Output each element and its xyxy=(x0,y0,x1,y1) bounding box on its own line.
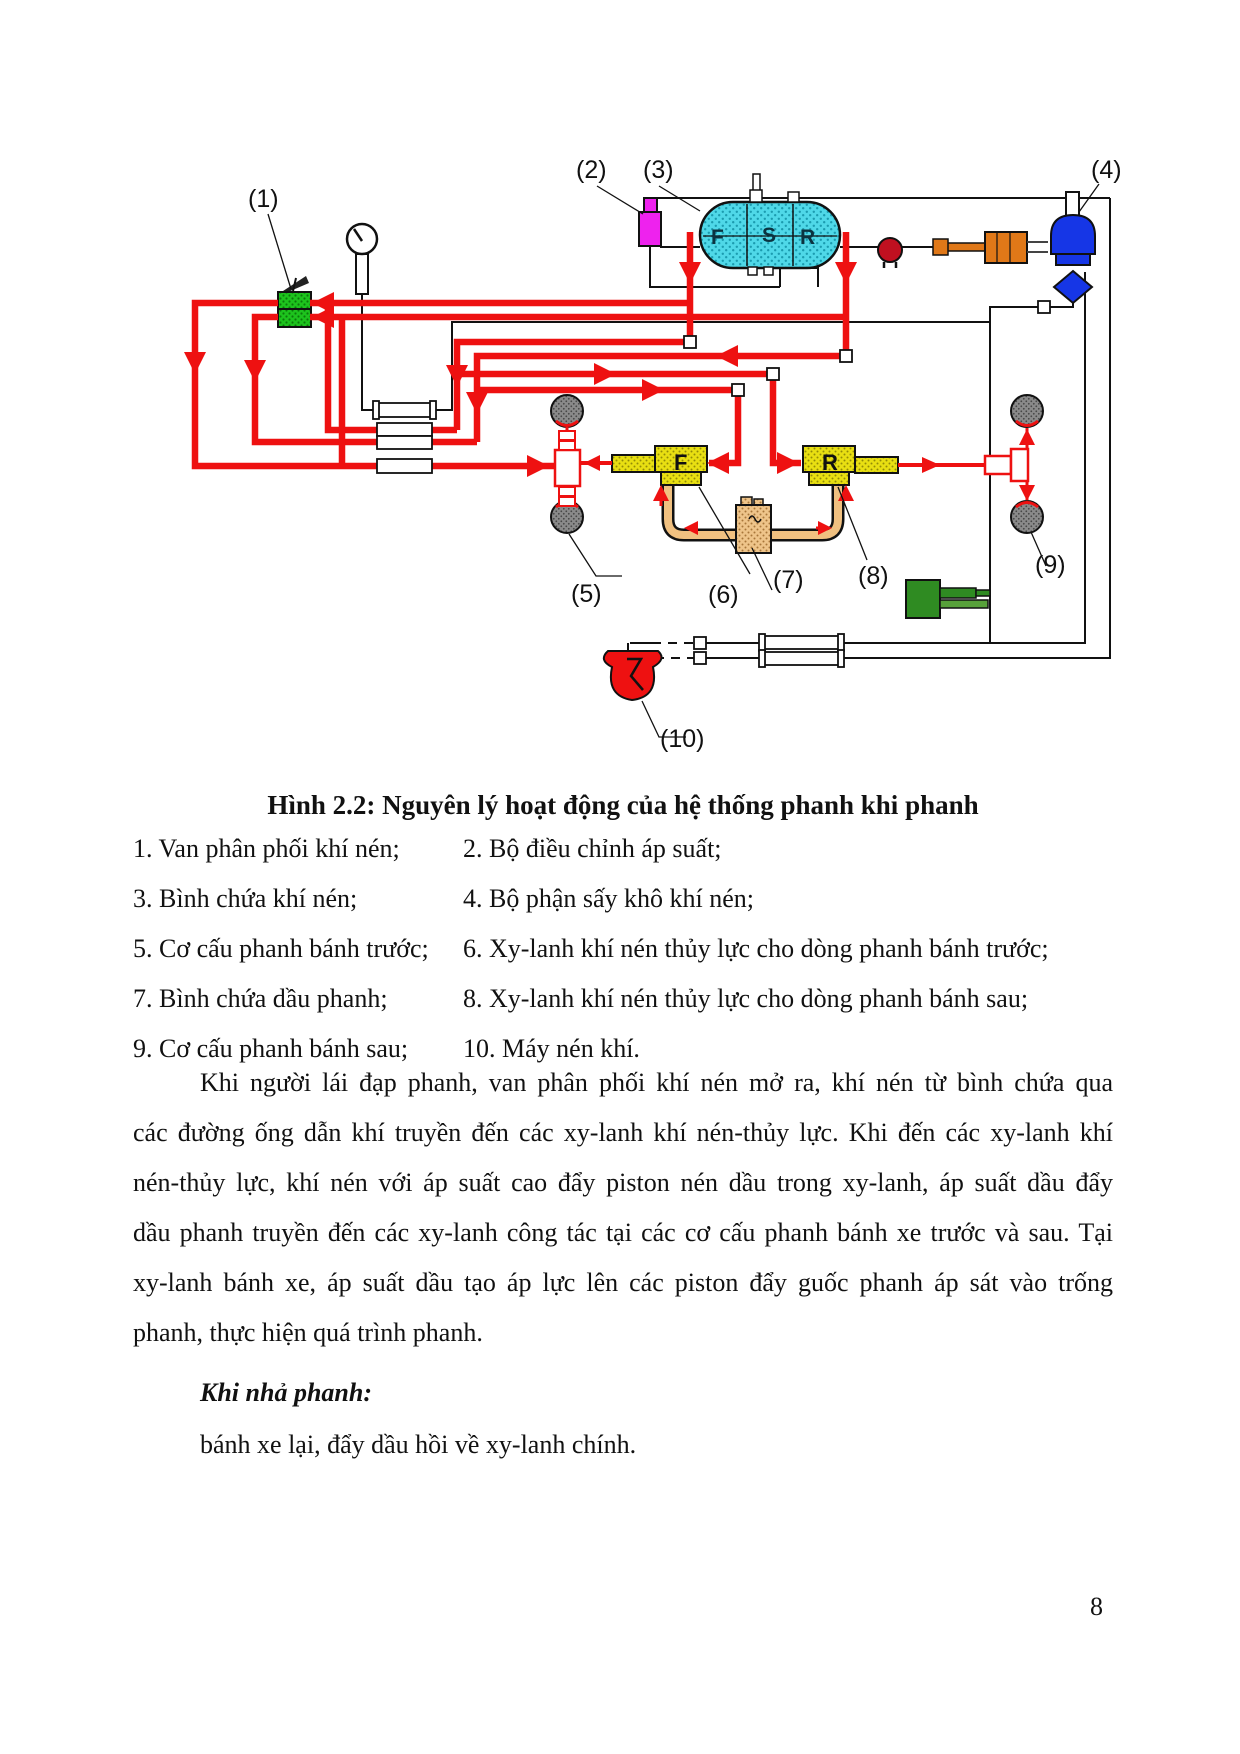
legend-item-3: 3. Bình chứa khí nén; xyxy=(133,884,358,913)
legend-row: 9. Cơ cấu phanh bánh sau; 10. Máy nén khí… xyxy=(133,1024,1128,1074)
tank-letter-rear: R xyxy=(800,226,815,249)
legend-item-10: 10. Máy nén khí. xyxy=(463,1034,640,1063)
label-8: (8) xyxy=(858,562,889,590)
label-1: (1) xyxy=(248,185,279,213)
label-2: (2) xyxy=(576,156,607,184)
legend-item-4: 4. Bộ phận sấy khô khí nén; xyxy=(463,884,755,913)
governor-valve xyxy=(877,237,903,268)
closing-line: bánh xe lại, đẩy dầu hồi về xy-lanh chín… xyxy=(200,1430,637,1459)
release-brake-heading: Khi nhả phanh: xyxy=(200,1378,372,1407)
brake-fluid-reservoir-7 xyxy=(735,496,772,554)
flow-arrows xyxy=(184,262,1035,535)
legend-item-1: 1. Van phân phối khí nén; xyxy=(133,834,400,863)
paragraph-line: xy-lanh bánh xe, áp suất dầu tạo áp lực … xyxy=(133,1268,1113,1297)
front-cylinder-letter: F xyxy=(674,450,687,475)
wheel-brake-cylinders xyxy=(553,430,1030,507)
legend-item-6: 6. Xy-lanh khí nén thủy lực cho dòng pha… xyxy=(463,934,1049,963)
legend-row: 1. Van phân phối khí nén; 2. Bộ điều chỉn… xyxy=(133,824,1128,874)
label-3: (3) xyxy=(643,156,674,184)
page-number: 8 xyxy=(1090,1592,1103,1621)
legend-item-5: 5. Cơ cấu phanh bánh trước; xyxy=(133,934,429,963)
brake-pedal-valve-1 xyxy=(277,276,312,328)
label-leader-lines xyxy=(267,183,1100,738)
part-labels: (1) (2) (3) (4) (5) (6) (7) (8) (9) (10) xyxy=(248,156,1122,753)
pressurized-air-lines xyxy=(191,232,1029,530)
label-5: (5) xyxy=(571,580,602,608)
paragraph-line: nén-thủy lực, khí nén với áp suất cao đẩ… xyxy=(133,1168,1113,1197)
legend-item-7: 7. Bình chứa dầu phanh; xyxy=(133,984,388,1013)
paragraph-line: Khi người lái đạp phanh, van phân phối k… xyxy=(200,1068,1113,1097)
air-compressor-10 xyxy=(602,650,663,702)
parking-brake-valve xyxy=(905,579,991,619)
pressure-gauge xyxy=(345,222,379,295)
legend-row: 3. Bình chứa khí nén; 4. Bộ phận sấy khô … xyxy=(133,874,1128,924)
label-6: (6) xyxy=(708,581,739,609)
pressure-regulator-2 xyxy=(638,197,662,247)
front-master-cylinder-6: F xyxy=(611,445,708,486)
label-10: (10) xyxy=(660,725,704,753)
label-4: (4) xyxy=(1091,156,1122,184)
legend-item-9: 9. Cơ cấu phanh bánh sau; xyxy=(133,1034,409,1063)
brake-system-diagram: F S R xyxy=(184,156,1122,753)
air-reservoir-tank-3: F S R xyxy=(698,173,842,276)
tank-letter-front: F xyxy=(711,226,724,249)
figure-caption: Hình 2.2: Nguyên lý hoạt động của hệ thố… xyxy=(267,790,979,820)
label-7: (7) xyxy=(773,566,804,594)
legend-item-2: 2. Bộ điều chỉnh áp suất; xyxy=(463,834,722,863)
pipe-connectors xyxy=(372,300,1051,668)
figure-legend: 1. Van phân phối khí nén; 2. Bộ điều chỉn… xyxy=(133,824,1128,1074)
tank-letter-supply: S xyxy=(762,224,776,247)
legend-item-8: 8. Xy-lanh khí nén thủy lực cho dòng pha… xyxy=(463,984,1029,1013)
unloader-cylinder xyxy=(932,231,1048,264)
paragraph-line: phanh, thực hiện quá trình phanh. xyxy=(133,1318,483,1347)
paragraph-line: dầu phanh truyền đến các xy-lanh công tá… xyxy=(133,1218,1113,1247)
label-9: (9) xyxy=(1035,551,1066,579)
air-dryer-4 xyxy=(1050,191,1096,305)
legend-row: 7. Bình chứa dầu phanh; 8. Xy-lanh khí né… xyxy=(133,974,1128,1024)
rear-cylinder-letter: R xyxy=(822,450,838,475)
body-paragraph: Khi người lái đạp phanh, van phân phối k… xyxy=(133,1058,1113,1358)
paragraph-line: các đường ống dẫn khí truyền đến các xy-… xyxy=(133,1118,1113,1147)
rear-master-cylinder-8: R xyxy=(802,445,899,486)
legend-row: 5. Cơ cấu phanh bánh trước; 6. Xy-lanh kh… xyxy=(133,924,1128,974)
